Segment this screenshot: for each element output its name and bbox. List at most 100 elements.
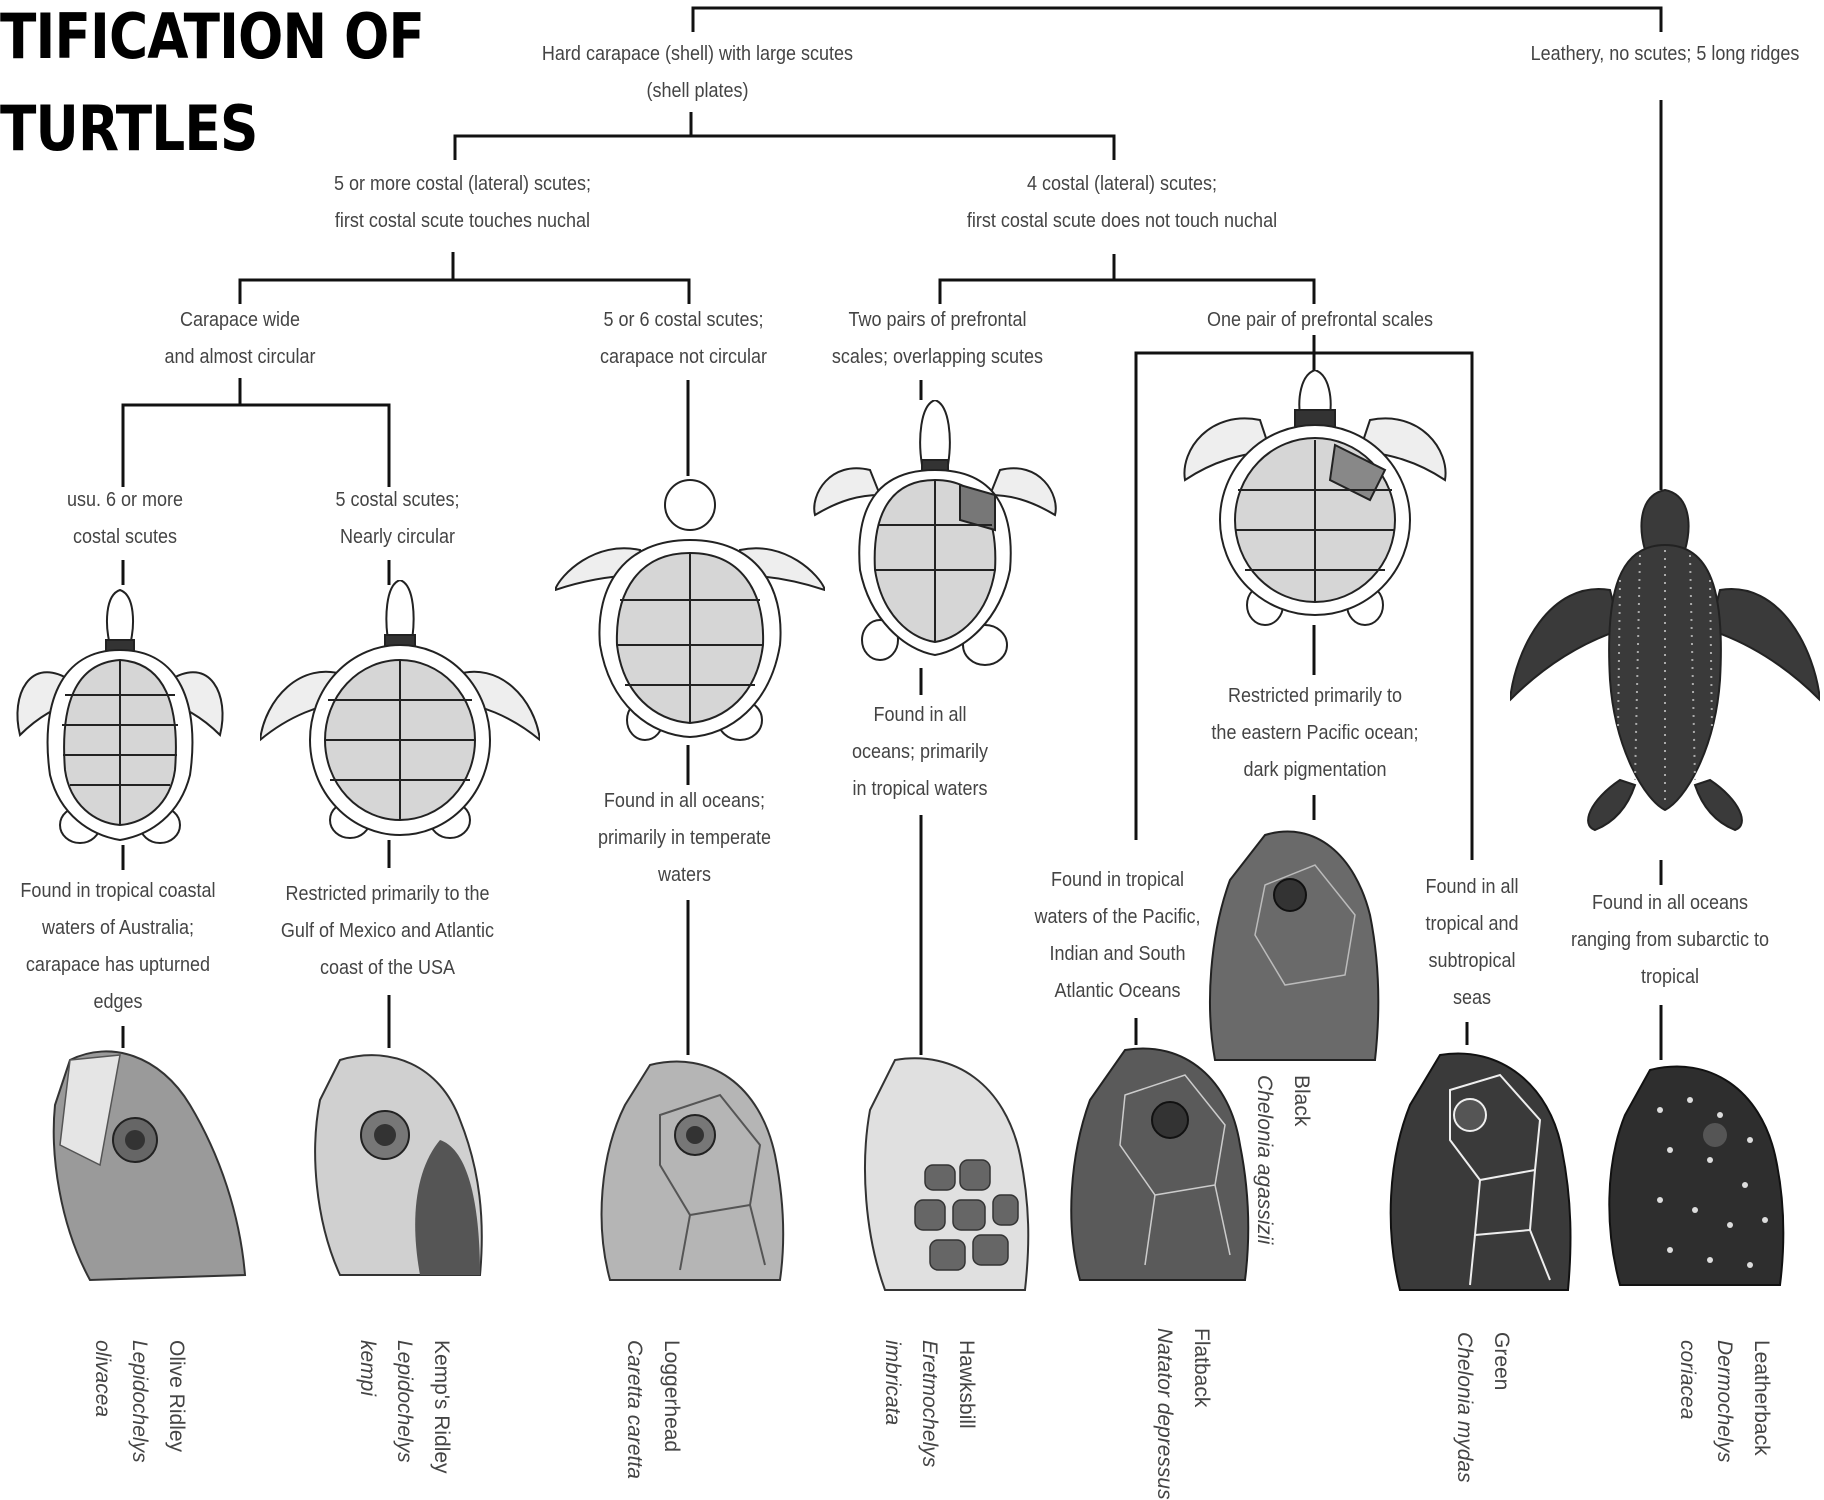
range-olive-line-4: edges: [19, 984, 217, 1021]
olive-ridley-head-illustration: [40, 1045, 250, 1285]
node-leathery-line-1: Leathery, no scutes; 5 long ridges: [1530, 36, 1800, 73]
kemps-ridley-carapace-illustration: [260, 580, 540, 850]
range-green-line-4: seas: [1409, 980, 1535, 1017]
node-two-pairs-prefrontal: Two pairs of prefrontal scales; overlapp…: [814, 302, 1062, 376]
leatherback-body-illustration: [1510, 480, 1820, 840]
species-scientific-name-1: Dermochelys: [1706, 1340, 1743, 1463]
range-olive-line-1: Found in tropical coastal: [19, 873, 217, 910]
range-hawksbill: Found in all oceans; primarily in tropic…: [839, 697, 1001, 808]
black-turtle-carapace-illustration: [1180, 370, 1450, 630]
black-turtle-name: Black Chelonia agassizii: [1246, 1075, 1320, 1244]
range-black-line-3: dark pigmentation: [1198, 752, 1432, 789]
node-one-pair-line-1: One pair of prefrontal scales: [1194, 302, 1446, 339]
node-hard-carapace: Hard carapace (shell) with large scutes …: [538, 36, 858, 110]
range-green: Found in all tropical and subtropical se…: [1409, 869, 1535, 1017]
node-five-six-line-2: carapace not circular: [587, 339, 781, 376]
species-scientific-name-1: Caretta caretta: [616, 1340, 653, 1479]
range-loggerhead: Found in all oceans; primarily in temper…: [583, 783, 786, 894]
node-one-pair-prefrontal: One pair of prefrontal scales: [1194, 302, 1446, 339]
species-scientific-name-2: coriacea: [1669, 1340, 1706, 1463]
species-leatherback: Leatherback Dermochelys coriacea: [1640, 1340, 1810, 1470]
node-five-circ-line-2: Nearly circular: [323, 519, 472, 556]
node-two-pairs-line-2: scales; overlapping scutes: [814, 339, 1062, 376]
kemps-ridley-head-illustration: [300, 1050, 490, 1280]
range-flat-line-1: Found in tropical: [1025, 862, 1210, 899]
species-green: Green Chelonia mydas: [1415, 1340, 1585, 1470]
species-common-name: Olive Ridley: [158, 1340, 195, 1463]
range-hawks-line-1: Found in all: [839, 697, 1001, 734]
range-flatback: Found in tropical waters of the Pacific,…: [1025, 862, 1210, 1010]
node-five-costal-line-2: first costal scute touches nuchal: [312, 203, 614, 240]
range-green-line-3: subtropical: [1409, 943, 1535, 980]
species-kemps-ridley: Kemp's Ridley Lepidochelys kempi: [320, 1340, 490, 1470]
loggerhead-carapace-illustration: [555, 475, 825, 745]
species-loggerhead: Loggerhead Caretta caretta: [585, 1340, 755, 1470]
range-kemps-line-2: Gulf of Mexico and Atlantic: [273, 913, 503, 950]
node-carapace-wide: Carapace wide and almost circular: [141, 302, 339, 376]
range-leather-line-2: ranging from subarctic to: [1562, 922, 1778, 959]
node-five-nearly-circular: 5 costal scutes; Nearly circular: [323, 482, 472, 556]
species-scientific-name-1: Lepidochelys: [386, 1340, 423, 1474]
node-wide-line-2: and almost circular: [141, 339, 339, 376]
species-scientific-name-2: olivacea: [84, 1340, 121, 1463]
range-kemps-ridley: Restricted primarily to the Gulf of Mexi…: [273, 876, 503, 987]
species-olive-ridley: Olive Ridley Lepidochelys olivacea: [55, 1340, 225, 1470]
range-leather-line-3: tropical: [1562, 959, 1778, 996]
range-olive-ridley: Found in tropical coastal waters of Aust…: [19, 873, 217, 1021]
range-black-line-1: Restricted primarily to: [1198, 678, 1432, 715]
species-hawksbill: Hawksbill Eretmochelys imbricata: [845, 1340, 1015, 1470]
node-five-circ-line-1: 5 costal scutes;: [323, 482, 472, 519]
range-flat-line-3: Indian and South: [1025, 936, 1210, 973]
species-scientific-name-2: imbricata: [874, 1340, 911, 1467]
range-flat-line-4: Atlantic Oceans: [1025, 973, 1210, 1010]
species-scientific-name-1: Lepidochelys: [121, 1340, 158, 1463]
black-scientific-name: Chelonia agassizii: [1246, 1075, 1283, 1244]
black-turtle-head-illustration: [1205, 825, 1385, 1065]
range-leatherback: Found in all oceans ranging from subarct…: [1562, 885, 1778, 996]
flatback-head-illustration: [1065, 1045, 1255, 1285]
species-common-name: Hawksbill: [948, 1340, 985, 1467]
hawksbill-carapace-illustration: [810, 400, 1060, 670]
black-common-name: Black: [1283, 1075, 1320, 1244]
olive-ridley-carapace-illustration: [10, 585, 230, 855]
range-hawks-line-2: oceans; primarily: [839, 734, 1001, 771]
range-black-line-2: the eastern Pacific ocean;: [1198, 715, 1432, 752]
node-leathery: Leathery, no scutes; 5 long ridges: [1530, 36, 1800, 73]
range-flat-line-2: waters of the Pacific,: [1025, 899, 1210, 936]
range-leather-line-1: Found in all oceans: [1562, 885, 1778, 922]
range-hawks-line-3: in tropical waters: [839, 771, 1001, 808]
node-five-costal: 5 or more costal (lateral) scutes; first…: [312, 166, 614, 240]
species-common-name: Leatherback: [1743, 1340, 1780, 1463]
range-green-line-2: tropical and: [1409, 906, 1535, 943]
node-four-costal: 4 costal (lateral) scutes; first costal …: [951, 166, 1293, 240]
range-olive-line-2: waters of Australia;: [19, 910, 217, 947]
range-kemps-line-1: Restricted primarily to the: [273, 876, 503, 913]
node-two-pairs-line-1: Two pairs of prefrontal: [814, 302, 1062, 339]
node-four-costal-line-2: first costal scute does not touch nuchal: [951, 203, 1293, 240]
range-black: Restricted primarily to the eastern Paci…: [1198, 678, 1432, 789]
species-common-name: Loggerhead: [653, 1340, 690, 1479]
node-usu-six: usu. 6 or more costal scutes: [53, 482, 197, 556]
species-scientific-name-1: Natator depressus: [1146, 1328, 1183, 1500]
loggerhead-head-illustration: [590, 1055, 790, 1285]
species-common-name: Green: [1483, 1332, 1520, 1483]
species-common-name: Flatback: [1183, 1328, 1220, 1500]
node-five-six-line-1: 5 or 6 costal scutes;: [587, 302, 781, 339]
range-olive-line-3: carapace has upturned: [19, 947, 217, 984]
species-flatback: Flatback Natator depressus: [1115, 1340, 1285, 1470]
leatherback-head-illustration: [1600, 1060, 1790, 1290]
range-green-line-1: Found in all: [1409, 869, 1535, 906]
species-scientific-name-1: Eretmochelys: [911, 1340, 948, 1467]
node-five-six-costal: 5 or 6 costal scutes; carapace not circu…: [587, 302, 781, 376]
node-five-costal-line-1: 5 or more costal (lateral) scutes;: [312, 166, 614, 203]
species-common-name: Kemp's Ridley: [423, 1340, 460, 1474]
range-logger-line-3: waters: [583, 857, 786, 894]
range-logger-line-2: primarily in temperate: [583, 820, 786, 857]
species-scientific-name-2: kempi: [349, 1340, 386, 1474]
node-hard-line-2: (shell plates): [538, 73, 858, 110]
node-wide-line-1: Carapace wide: [141, 302, 339, 339]
green-turtle-head-illustration: [1380, 1050, 1580, 1295]
node-usu6-line-2: costal scutes: [53, 519, 197, 556]
range-logger-line-1: Found in all oceans;: [583, 783, 786, 820]
node-four-costal-line-1: 4 costal (lateral) scutes;: [951, 166, 1293, 203]
